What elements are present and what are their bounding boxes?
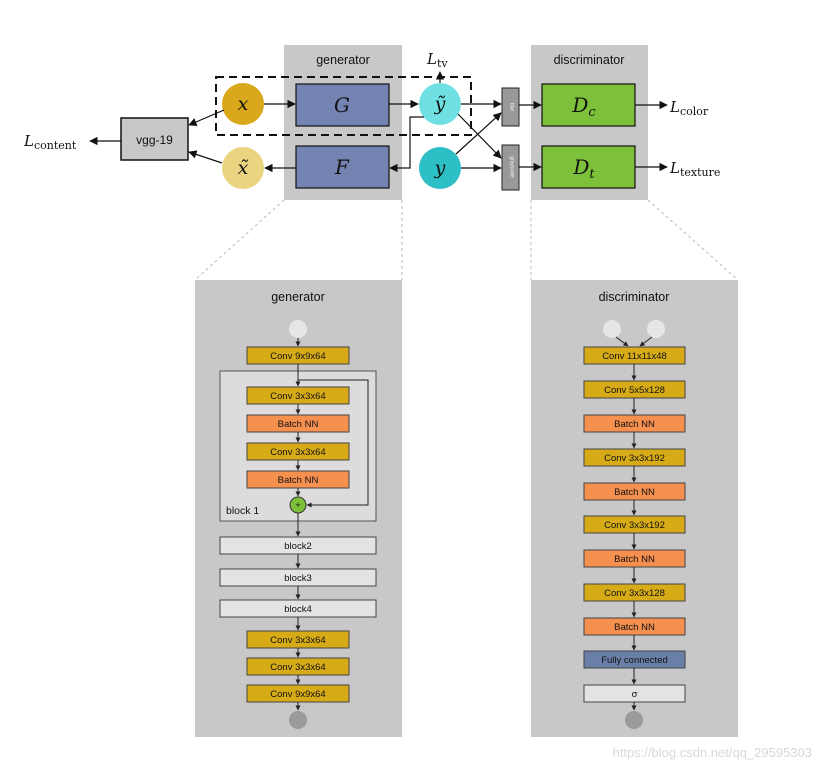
- gen-tail-layer-2-label: Conv 9x9x64: [270, 689, 325, 700]
- discriminator-input-node-left: [603, 320, 621, 338]
- dis-layer-7-label: Conv 3x3x128: [604, 588, 665, 599]
- dis-input-arrow-right: [639, 336, 653, 347]
- gen-tail-layer-1-label: Conv 3x3x64: [270, 662, 325, 673]
- dis-layer-0-label: Conv 11x11x48: [602, 351, 667, 362]
- residual-skip-line: [298, 379, 369, 508]
- zoom-guide-gen-left: [194, 199, 285, 281]
- discriminator-output-node: [625, 711, 643, 729]
- block1-label: block 1: [226, 505, 259, 517]
- vgg-box: [120, 117, 189, 161]
- dis-input-arrow-left: [615, 336, 629, 347]
- arrow-x-to-vgg: [188, 109, 225, 126]
- x-node: [222, 83, 264, 125]
- vgg-label: vgg-19: [136, 133, 173, 147]
- generator-detail-title: generator: [271, 290, 325, 304]
- discriminator-detail-title: discriminator: [599, 290, 670, 304]
- watermark: https://blog.csdn.net/qq_29595303: [613, 745, 813, 760]
- loss-color: Lcolor: [669, 98, 709, 118]
- x-tilde-node-label: x̃: [238, 157, 249, 179]
- y-node-label: y: [434, 157, 446, 179]
- G-box: [295, 83, 390, 127]
- dis-layer-3-label: Conv 3x3x192: [604, 453, 665, 464]
- Dt-box: [541, 145, 636, 189]
- gen-tail-layer-0-label: Conv 3x3x64: [270, 635, 325, 646]
- Dt-label: Dt: [572, 155, 595, 182]
- generator-output-node: [289, 711, 307, 729]
- G-label: G: [334, 93, 350, 117]
- blur-label: blur: [509, 103, 515, 112]
- Dc-label: Dc: [571, 93, 596, 120]
- gen-layer-2-label: Batch NN: [278, 419, 319, 430]
- generator-input-node: [289, 320, 307, 338]
- gen-layer-4-label: Batch NN: [278, 475, 319, 486]
- discriminator-input-node-right: [647, 320, 665, 338]
- blur-box: [501, 87, 520, 127]
- discriminator-detail: discriminator Conv 11x11x48 Conv 5x5x128…: [531, 280, 738, 737]
- generator-title: generator: [316, 53, 370, 67]
- Dc-box: [541, 83, 636, 127]
- top-overview: generator discriminator vgg-19 Lcontent …: [23, 45, 739, 281]
- loss-texture: Ltexture: [669, 159, 720, 179]
- gen-layer-1-label: Conv 3x3x64: [270, 391, 325, 402]
- arrow-y-to-blur: [455, 112, 502, 155]
- dis-layer-1-label: Conv 5x5x128: [604, 385, 665, 396]
- dis-layer-8-label: Batch NN: [614, 622, 655, 633]
- dis-layer-5-label: Conv 3x3x192: [604, 520, 665, 531]
- dis-layer-2-label: Batch NN: [614, 419, 655, 430]
- dis-layer-4-label: Batch NN: [614, 487, 655, 498]
- dis-layer-10-label: σ: [632, 689, 638, 700]
- loss-content: Lcontent: [23, 132, 77, 152]
- y-tilde-node: [419, 83, 461, 125]
- x-node-label: x: [238, 93, 249, 115]
- y-node: [419, 147, 461, 189]
- gen-layer-3-label: Conv 3x3x64: [270, 447, 325, 458]
- arrow-xtilde-to-vgg: [188, 150, 223, 164]
- arrow-ytilde-to-grayscale: [457, 113, 502, 159]
- residual-add-label: +: [295, 500, 300, 510]
- dis-layer-6-label: Batch NN: [614, 554, 655, 565]
- F-box: [295, 145, 390, 189]
- loss-tv: Ltv: [426, 50, 448, 70]
- y-tilde-node-label: ỹ: [434, 93, 446, 115]
- generator-detail: generator block 1 Conv 9x9x64 Conv 3x3x6…: [195, 280, 402, 737]
- grayscale-label: grayscale: [509, 156, 515, 178]
- dis-layer-9-label: Fully connected: [601, 655, 668, 666]
- block2-label: block2: [284, 541, 311, 552]
- x-tilde-node: [222, 147, 264, 189]
- arrow-ytilde-to-F: [389, 116, 424, 173]
- gen-layer-0-label: Conv 9x9x64: [270, 351, 325, 362]
- block4-label: block4: [284, 604, 311, 615]
- discriminator-title: discriminator: [554, 53, 625, 67]
- block3-label: block3: [284, 573, 311, 584]
- zoom-guide-dis-right: [647, 199, 739, 281]
- F-label: F: [334, 155, 350, 179]
